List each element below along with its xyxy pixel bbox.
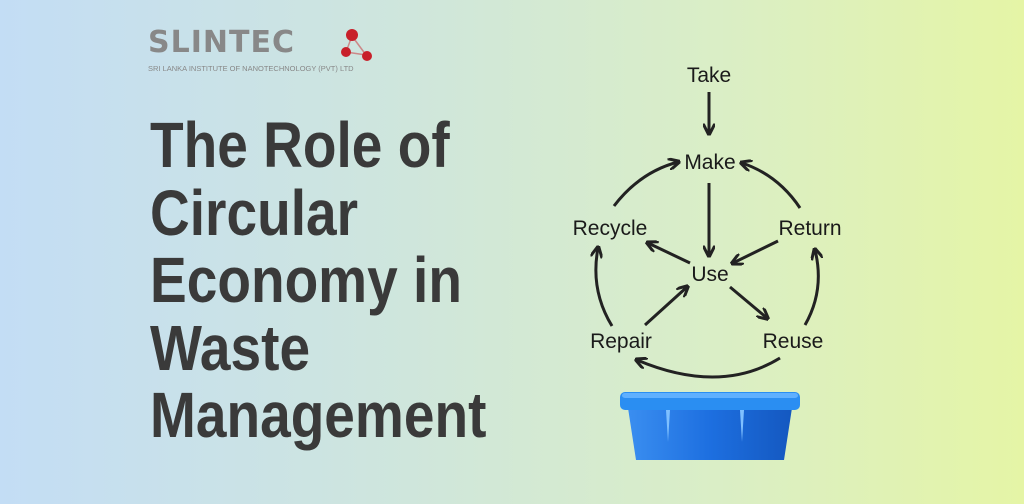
title-line: The Role of xyxy=(150,109,450,181)
node-reuse: Reuse xyxy=(763,330,824,353)
node-return: Return xyxy=(778,217,841,240)
title-line: Economy in xyxy=(150,244,462,316)
arrow-repair-recycle xyxy=(596,248,614,327)
arrow-return-use xyxy=(733,239,779,263)
node-recycle: Recycle xyxy=(573,217,648,240)
logo-subtitle: SRI LANKA INSTITUTE OF NANOTECHNOLOGY (P… xyxy=(148,64,354,73)
node-take: Take xyxy=(687,64,731,87)
arrow-reuse-return xyxy=(803,250,818,326)
arrow-return-make xyxy=(742,163,802,209)
slintec-logo: SLINTEC SRI LANKA INSTITUTE OF NANOTECHN… xyxy=(148,25,354,74)
node-repair: Repair xyxy=(590,330,652,353)
arrow-reuse-repair xyxy=(637,358,781,379)
page-title: The Role of Circular Economy in Waste Ma… xyxy=(150,109,494,451)
cycle-arrows xyxy=(596,92,818,379)
node-use: Use xyxy=(691,263,728,286)
arrow-use-reuse xyxy=(729,285,767,318)
arrow-recycle-make xyxy=(612,162,678,207)
title-line: Circular xyxy=(150,176,359,249)
recycling-bin-icon xyxy=(620,392,800,460)
molecule-icon xyxy=(341,29,372,61)
title-line: Waste xyxy=(150,311,311,384)
node-make: Make xyxy=(684,151,735,174)
arrow-use-recycle xyxy=(648,243,691,265)
title-line: Management xyxy=(150,379,487,451)
arrow-repair-use xyxy=(643,287,687,327)
logo-wordmark: SLINTEC xyxy=(148,25,295,60)
